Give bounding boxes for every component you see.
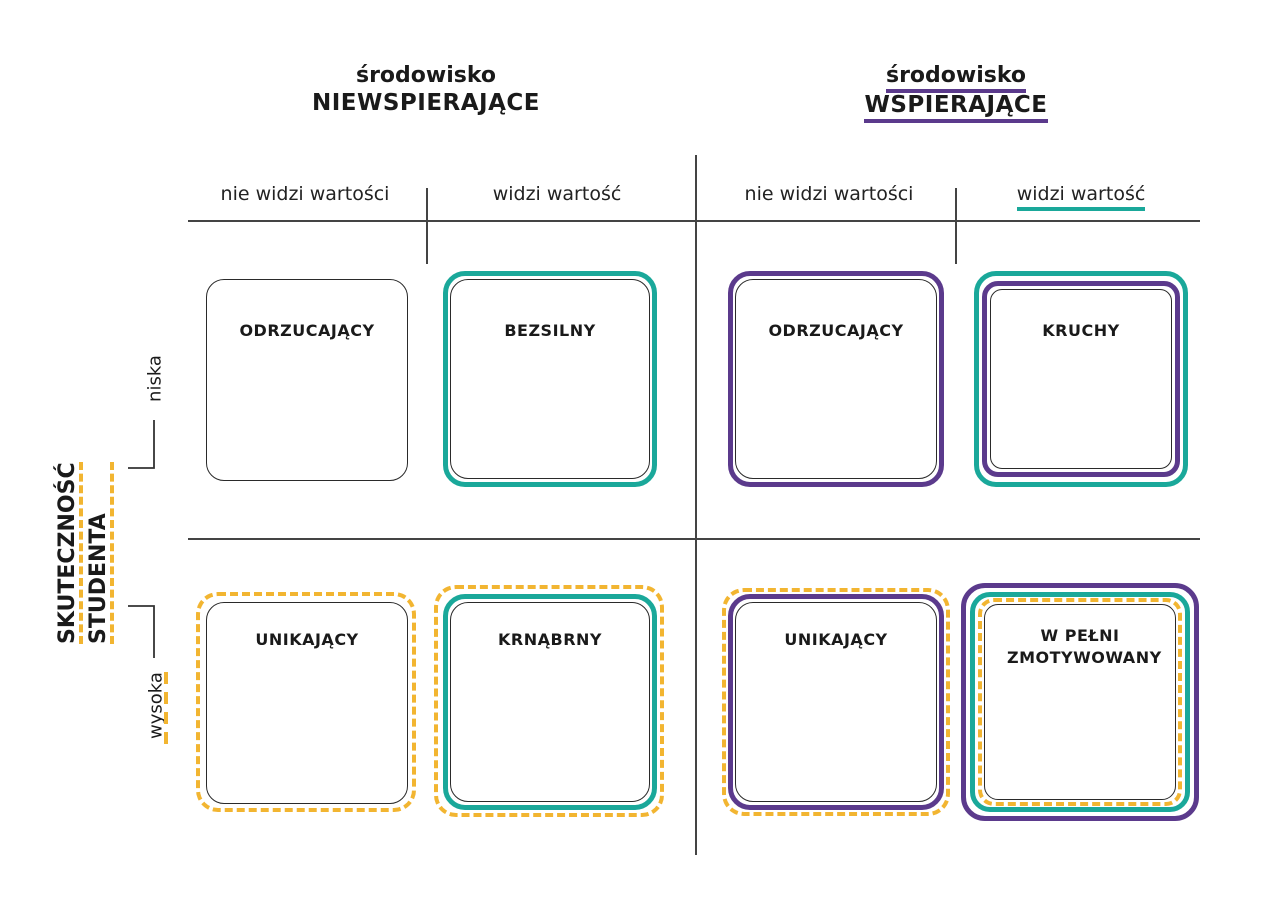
card-label: W PEŁNI ZMOTYWOWANY bbox=[1007, 626, 1162, 667]
y-axis-line2: STUDENTA bbox=[86, 462, 115, 644]
header-unsupportive-big: NIEWSPIERAJĄCE bbox=[311, 90, 541, 117]
card-odrzucajacy-supportive: ODRZUCAJĄCY bbox=[735, 279, 937, 479]
y-axis-label: SKUTECZNOŚĆ STUDENTA bbox=[55, 462, 115, 644]
bracket-high bbox=[128, 605, 155, 658]
high-accent-dash bbox=[164, 672, 168, 748]
card-odrzucajacy-unsupportive: ODRZUCAJĄCY bbox=[206, 279, 408, 481]
horizontal-line-top bbox=[188, 220, 1200, 222]
bracket-low bbox=[128, 420, 155, 469]
header-supportive-big: WSPIERAJĄCE bbox=[864, 92, 1048, 124]
col-header-2: widzi wartość bbox=[492, 183, 622, 205]
row-label-low: niska bbox=[144, 355, 166, 402]
card-krnabrny: KRNĄBRNY bbox=[450, 602, 650, 802]
card-label: UNIKAJĄCY bbox=[255, 630, 359, 649]
card-label: ODRZUCAJĄCY bbox=[239, 321, 375, 340]
card-label: KRUCHY bbox=[1042, 321, 1120, 340]
card-label: ODRZUCAJĄCY bbox=[768, 321, 904, 340]
horizontal-line-middle bbox=[188, 538, 1200, 540]
header-supportive-small: środowisko bbox=[885, 63, 1027, 93]
vertical-divider-right bbox=[955, 188, 957, 264]
y-axis-line1: SKUTECZNOŚĆ bbox=[55, 462, 84, 644]
card-label: BEZSILNY bbox=[504, 321, 596, 340]
vertical-line-center bbox=[695, 155, 697, 855]
col-header-3: nie widzi wartości bbox=[744, 183, 914, 205]
header-unsupportive: środowisko NIEWSPIERAJĄCE bbox=[276, 64, 576, 115]
col-header-4: widzi wartość bbox=[1016, 183, 1146, 211]
card-kruchy: KRUCHY bbox=[990, 289, 1172, 469]
card-label: KRNĄBRNY bbox=[498, 630, 602, 649]
col-header-1: nie widzi wartości bbox=[220, 183, 390, 205]
card-unikajacy-unsupportive: UNIKAJĄCY bbox=[206, 602, 408, 804]
card-unikajacy-supportive: UNIKAJĄCY bbox=[735, 602, 937, 802]
vertical-divider-left bbox=[426, 188, 428, 264]
card-bezsilny: BEZSILNY bbox=[450, 279, 650, 479]
card-label: UNIKAJĄCY bbox=[784, 630, 888, 649]
card-w-pelni-zmotywowany: W PEŁNI ZMOTYWOWANY bbox=[984, 604, 1176, 800]
header-supportive: środowisko WSPIERAJĄCE bbox=[806, 63, 1106, 124]
header-unsupportive-small: środowisko bbox=[355, 63, 497, 88]
